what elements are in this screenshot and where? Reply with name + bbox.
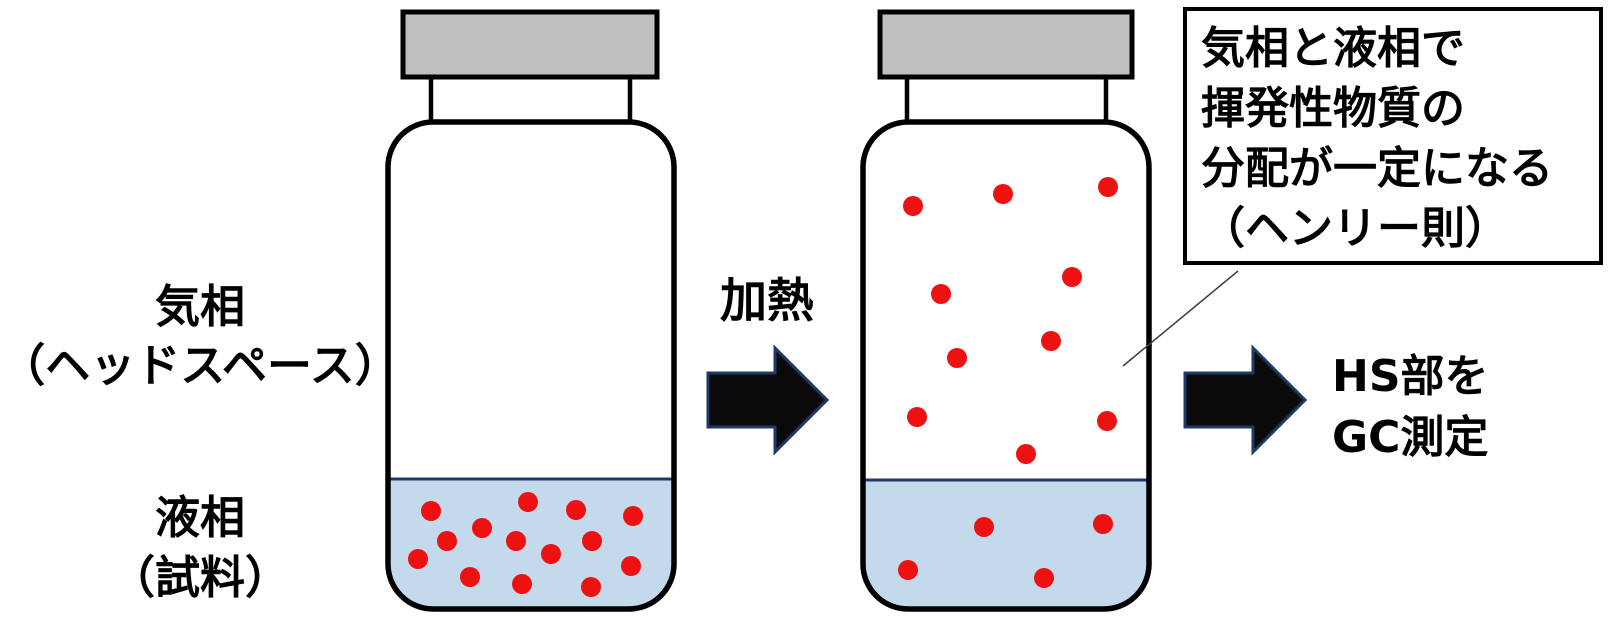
molecule-dot bbox=[903, 196, 923, 216]
molecule-dot bbox=[421, 501, 441, 521]
molecule-dot bbox=[460, 567, 480, 587]
vial-after-liquid-fill bbox=[863, 479, 1149, 609]
molecule-dot bbox=[1097, 411, 1117, 431]
gc-measurement-label-line1: HS部を bbox=[1332, 351, 1489, 402]
molecule-dot bbox=[1062, 267, 1082, 287]
heat-label: 加熱 bbox=[660, 272, 874, 332]
molecule-dot bbox=[1098, 177, 1118, 197]
liquid-phase-label-line1: 液相 bbox=[154, 491, 245, 544]
molecule-dot bbox=[541, 544, 561, 564]
vial-after-liquid-dots bbox=[898, 514, 1113, 588]
heat-label-text: 加熱 bbox=[720, 274, 814, 329]
vial-after bbox=[860, 9, 1152, 612]
molecule-dot bbox=[623, 506, 643, 526]
molecule-dot bbox=[566, 500, 586, 520]
molecule-dot bbox=[518, 492, 538, 512]
molecule-dot bbox=[621, 556, 641, 576]
vial-before-liquid-dots bbox=[408, 492, 643, 597]
vial-before bbox=[385, 9, 677, 612]
molecule-dot bbox=[472, 518, 492, 538]
gas-phase-label-line1: 気相 bbox=[154, 280, 245, 333]
vial-after-body-outline bbox=[860, 119, 1152, 612]
gc-measurement-label-line2: GC測定 bbox=[1332, 412, 1489, 463]
molecule-dot bbox=[582, 531, 602, 551]
molecule-dot bbox=[947, 348, 967, 368]
henry-law-callout-line1: 気相と液相で bbox=[1201, 23, 1465, 74]
liquid-phase-label: 液相 （試料） bbox=[0, 488, 400, 608]
molecule-dot bbox=[512, 574, 532, 594]
molecule-dot bbox=[907, 407, 927, 427]
molecule-dot bbox=[931, 284, 951, 304]
to-gc-arrow-icon bbox=[1183, 344, 1308, 456]
henry-law-callout-line3: 分配が一定になる bbox=[1201, 143, 1553, 194]
vial-after-cap bbox=[877, 9, 1135, 80]
molecule-dot bbox=[1093, 514, 1113, 534]
liquid-phase-label-line2: （試料） bbox=[109, 551, 290, 604]
vial-before-cap bbox=[400, 9, 660, 80]
vial-after-gas-dots bbox=[903, 177, 1118, 464]
gas-phase-label-line2: （ヘッドスペース） bbox=[0, 339, 400, 392]
molecule-dot bbox=[898, 560, 918, 580]
callout-leader-line bbox=[1122, 270, 1239, 367]
gas-phase-label: 気相 （ヘッドスペース） bbox=[0, 277, 400, 395]
henry-law-callout: 気相と液相で 揮発性物質の 分配が一定になる （ヘンリー則） bbox=[1183, 7, 1603, 265]
molecule-dot bbox=[581, 577, 601, 597]
molecule-dot bbox=[437, 531, 457, 551]
molecule-dot bbox=[408, 549, 428, 569]
molecule-dot bbox=[1041, 331, 1061, 351]
molecule-dot bbox=[1016, 444, 1036, 464]
henry-law-callout-line2: 揮発性物質の bbox=[1201, 83, 1465, 134]
molecule-dot bbox=[974, 517, 994, 537]
molecule-dot bbox=[506, 531, 526, 551]
heat-arrow-icon bbox=[706, 344, 830, 456]
vial-after-liquid-group bbox=[863, 478, 1149, 609]
molecule-dot bbox=[1034, 568, 1054, 588]
gc-measurement-label: HS部を GC測定 bbox=[1332, 346, 1489, 468]
henry-law-callout-line4: （ヘンリー則） bbox=[1201, 203, 1509, 254]
vial-before-body-outline bbox=[385, 119, 677, 612]
molecule-dot bbox=[993, 184, 1013, 204]
